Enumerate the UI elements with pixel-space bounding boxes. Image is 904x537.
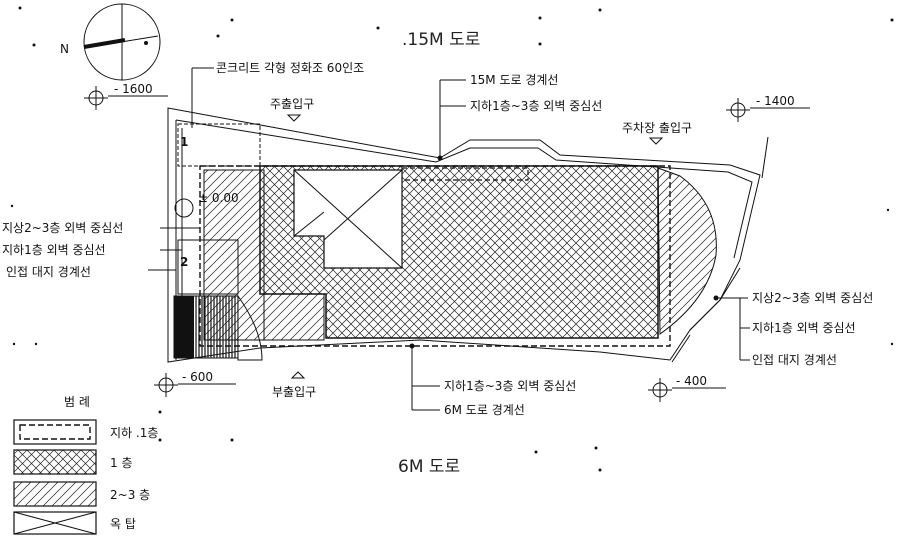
left-adj-label: 인접 대지 경계선: [6, 265, 91, 279]
legend-swatches: [13, 419, 97, 535]
level-se: - 400: [676, 374, 707, 388]
legend-label-b1: 지하 .1층: [110, 426, 158, 440]
svg-text:N: N: [60, 42, 69, 56]
legend-label-roof: 옥 탑: [110, 517, 136, 531]
road15-boundary-label: 15M 도로 경계선: [470, 73, 558, 87]
right-2-3-label: 지상2~3층 외벽 중심선: [752, 291, 873, 305]
right-b1-label: 지하1층 외벽 중심선: [752, 321, 856, 335]
legend-title: 범 례: [64, 395, 90, 409]
sub-entrance-label: 부출입구: [272, 385, 316, 399]
rooftop-area: [293, 169, 403, 269]
level-sw: - 600: [182, 370, 213, 384]
lot-2-label: 2: [180, 255, 188, 269]
level-nw: - 1600: [114, 82, 153, 96]
fence-note: 콘크리트 각형 정화조 60인조: [216, 61, 364, 75]
datum-markers: [84, 86, 810, 402]
b1-3-bottom-label: 지하1층~3층 외벽 중심선: [444, 379, 576, 393]
legend-label-f1: 1 층: [110, 456, 133, 470]
road-top-label: .15M 도로: [402, 30, 480, 50]
stray-dots: [10, 6, 894, 472]
left-b1-label: 지하1층 외벽 중심선: [2, 243, 106, 257]
elevation-marker-icon: [174, 198, 194, 218]
north-arrow-icon: N: [60, 3, 161, 81]
lot-1-label: 1: [180, 135, 188, 149]
left-2-3-label: 지상2~3층 외벽 중심선: [2, 221, 123, 235]
b1-3-top-label: 지하1층~3층 외벽 중심선: [470, 99, 602, 113]
parking-entrance-label: 주차장 출입구: [622, 121, 692, 135]
left-lots: [173, 123, 263, 361]
road6-boundary-label: 6M 도로 경계선: [444, 403, 525, 417]
leader-lines: [148, 67, 750, 411]
level-ne: - 1400: [756, 94, 795, 108]
right-adj-label: 인접 대지 경계선: [752, 353, 837, 367]
entrance-marks: [286, 114, 664, 379]
legend-label-f23: 2~3 층: [110, 488, 150, 502]
road-bottom-label: 6M 도로: [398, 457, 460, 477]
main-entrance-label: 주출입구: [270, 97, 314, 111]
elevation-label: ± 0.00: [198, 191, 239, 205]
